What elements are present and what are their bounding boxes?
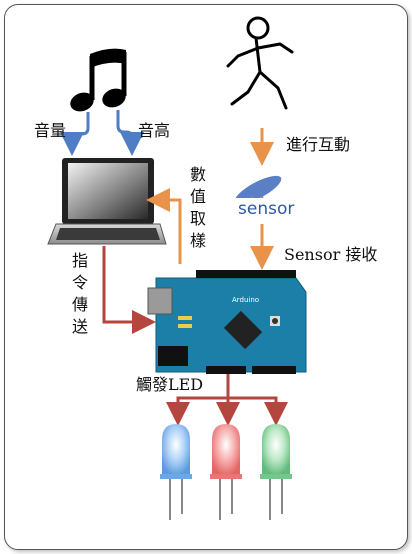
sensor-receive-label: Sensor 接收 bbox=[284, 245, 378, 264]
volume-label: 音量 bbox=[34, 121, 67, 140]
led-blue-icon bbox=[160, 424, 192, 520]
interact-label: 進行互動 bbox=[286, 135, 351, 154]
numeric-read-arrow bbox=[146, 188, 182, 264]
sensor-text: sensor bbox=[238, 199, 295, 219]
volume-arrow bbox=[60, 112, 90, 156]
music-note-icon bbox=[70, 48, 127, 112]
pitch-label: 音高 bbox=[138, 121, 171, 140]
led-red-icon bbox=[210, 424, 242, 520]
trigger-led-arrows bbox=[166, 374, 288, 426]
stick-figure-icon bbox=[226, 16, 294, 110]
led-green-icon bbox=[260, 424, 292, 520]
arduino-board-icon bbox=[147, 270, 307, 374]
laptop-icon bbox=[47, 158, 167, 245]
command-send-label: 指令傳送 bbox=[71, 251, 88, 336]
sensor-icon bbox=[234, 175, 298, 220]
numeric-read-label: 數值取樣 bbox=[189, 165, 206, 250]
trigger-led-label: 觸發LED bbox=[136, 375, 204, 394]
arduino-logo-text: Arduino bbox=[232, 296, 260, 304]
command-send-arrow bbox=[102, 246, 156, 334]
pitch-arrow bbox=[116, 110, 144, 156]
